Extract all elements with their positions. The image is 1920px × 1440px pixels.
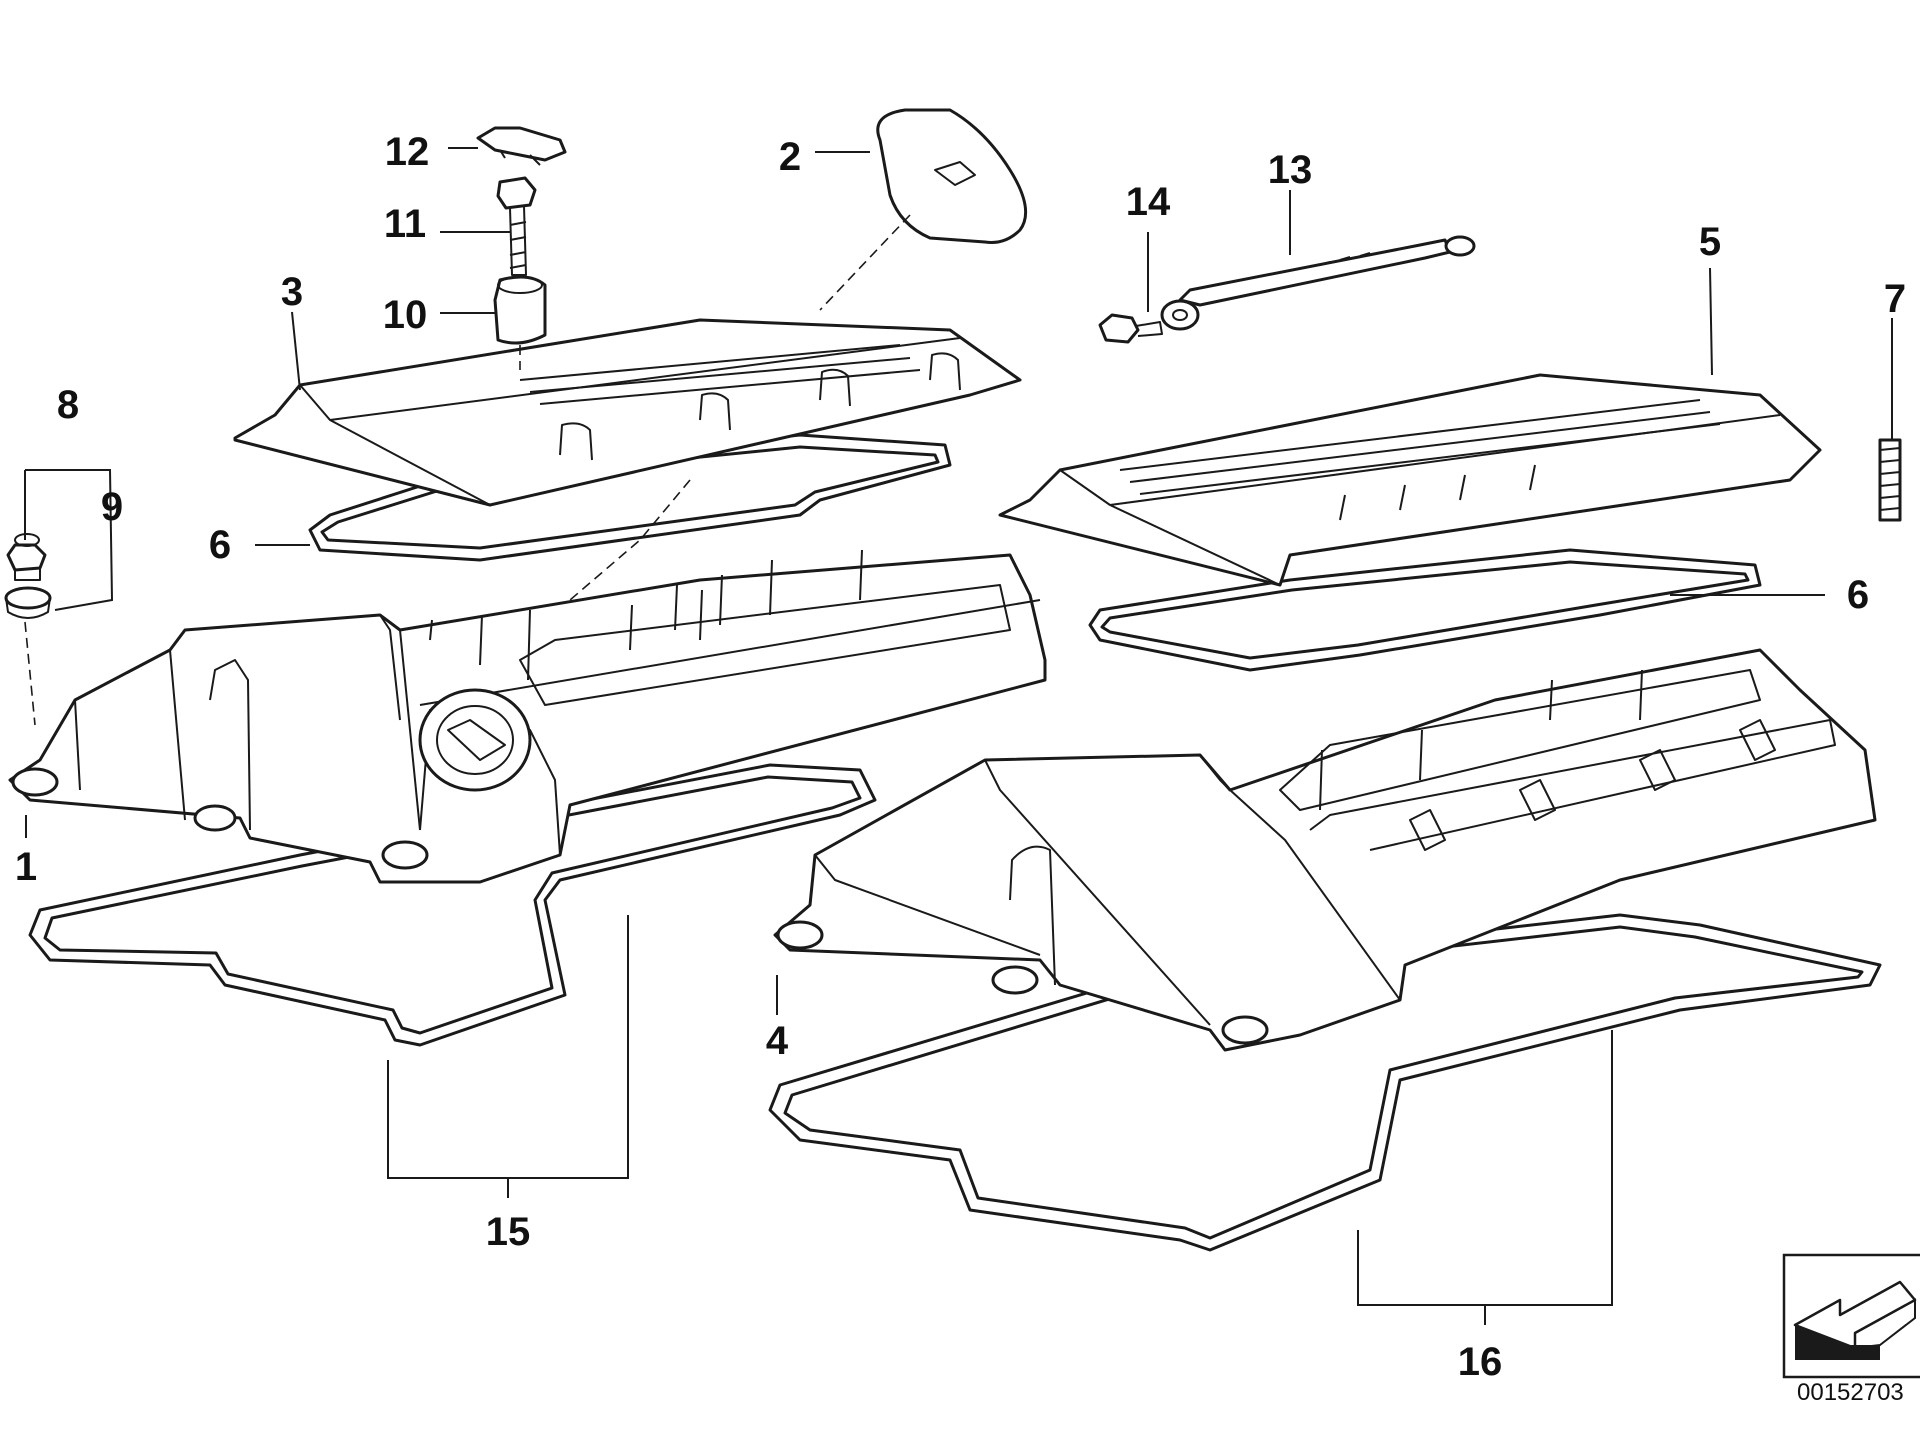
callout-16: 16 xyxy=(1458,1340,1503,1384)
dashed-line-cap xyxy=(819,214,911,311)
decorative-cover-5 xyxy=(998,373,1822,587)
clip-12 xyxy=(476,126,567,166)
valve-cover-1 xyxy=(8,549,1047,884)
dashed-line-grommet xyxy=(24,621,36,726)
decorative-cover-3 xyxy=(233,318,1022,507)
callout-9: 9 xyxy=(101,485,123,529)
sleeve-10 xyxy=(493,275,547,345)
callout-3: 3 xyxy=(281,270,303,314)
callout-8: 8 xyxy=(57,383,79,427)
grommet-9 xyxy=(4,586,52,619)
bolt-11 xyxy=(496,176,537,276)
ground-strap-13 xyxy=(1160,235,1476,331)
nut-8 xyxy=(6,533,47,581)
gasket-6-right xyxy=(1088,548,1762,672)
callout-6-right: 6 xyxy=(1847,573,1869,617)
callout-14: 14 xyxy=(1126,180,1171,224)
document-number: 00152703 xyxy=(1797,1379,1904,1406)
callout-labels: 1 2 3 4 5 6 6 7 8 9 10 11 12 13 14 15 16 xyxy=(15,130,1906,1384)
callout-2: 2 xyxy=(779,135,801,179)
stud-7 xyxy=(1878,438,1902,522)
valve-cover-4 xyxy=(773,648,1877,1052)
callout-5: 5 xyxy=(1699,220,1721,264)
callout-1: 1 xyxy=(15,845,37,889)
callout-10: 10 xyxy=(383,293,428,337)
callout-6-left: 6 xyxy=(209,523,231,567)
leader-lines xyxy=(24,147,1893,1325)
callout-12: 12 xyxy=(385,130,430,174)
callout-15: 15 xyxy=(486,1210,531,1254)
callout-11: 11 xyxy=(384,202,426,246)
callout-4: 4 xyxy=(766,1019,789,1063)
oil-filler-cap-2 xyxy=(876,108,1028,244)
callout-7: 7 xyxy=(1884,277,1906,321)
callout-13: 13 xyxy=(1268,148,1313,192)
orientation-arrow-icon xyxy=(1782,1253,1920,1379)
bolt-14 xyxy=(1098,313,1163,344)
